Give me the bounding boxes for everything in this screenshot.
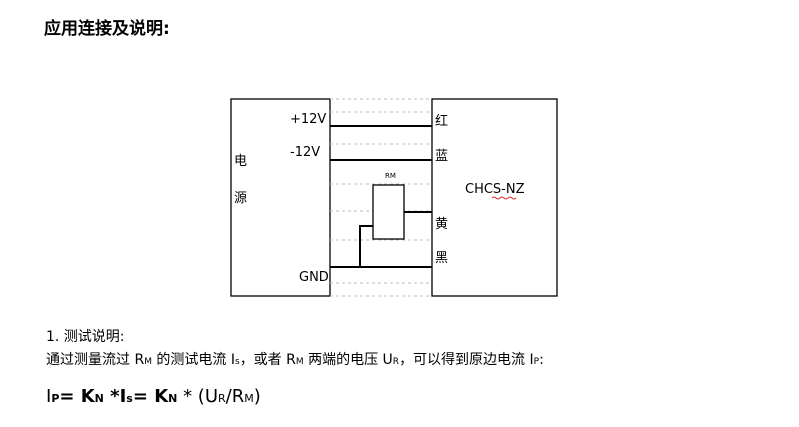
resistor-label: RM — [385, 172, 396, 180]
device-box — [431, 98, 558, 297]
spellcheck-underline — [491, 196, 517, 200]
device-name: CHCS-NZ — [465, 182, 525, 197]
power-label-1: 电 — [234, 154, 247, 169]
section-heading: 应用连接及说明: — [44, 19, 170, 39]
test-instruction-text: 通过测量流过 RM 的测试电流 Is，或者 RM 两端的电压 UR，可以得到原边… — [46, 352, 544, 368]
power-label-2: 源 — [234, 191, 247, 206]
dashed-guides — [330, 98, 432, 297]
pin-negative-12v: -12V — [290, 145, 320, 160]
pin-red: 红 — [435, 113, 448, 129]
resistor-rm — [372, 184, 405, 240]
pin-yellow: 黄 — [435, 217, 448, 232]
pin-positive-12v: +12V — [290, 112, 326, 127]
pin-blue: 蓝 — [435, 149, 448, 164]
pin-black: 黑 — [435, 251, 448, 266]
power-supply-box — [230, 98, 331, 297]
test-instruction-title: 1. 测试说明: — [46, 329, 125, 345]
wire-gnd-resistor — [330, 225, 373, 268]
pin-gnd: GND — [299, 270, 329, 285]
formula: IP= KN *Is= KN * (UR/RM) — [46, 386, 261, 407]
